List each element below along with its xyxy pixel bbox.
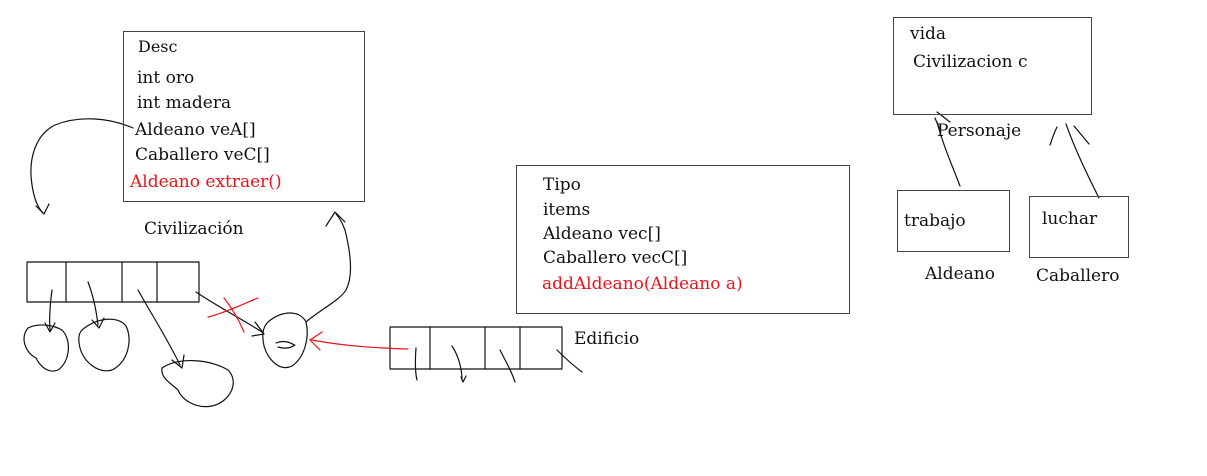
- caballero-inherits-arrow: [1065, 123, 1100, 199]
- personaje-class-title: Personaje: [937, 121, 1022, 141]
- edificio-field-vec: Aldeano vec[]: [543, 224, 661, 244]
- aldeano-class-box: [897, 190, 1010, 252]
- civilizacion-class-box: [123, 31, 365, 202]
- extraer-return-arrow: [305, 213, 352, 323]
- caballero-field-luchar: luchar: [1042, 209, 1098, 229]
- civilizacion-field-oro: int oro: [137, 68, 195, 88]
- personaje-field-vida: vida: [910, 24, 947, 44]
- civilizacion-field-madera: int madera: [137, 93, 232, 113]
- personaje-class-box: [893, 17, 1092, 115]
- add-aldeano-arrow: [311, 339, 409, 350]
- edificio-field-vecc: Caballero vecC[]: [543, 248, 688, 268]
- edificio-field-items: items: [543, 200, 591, 220]
- civilizacion-class-title: Civilización: [144, 219, 244, 239]
- caballero-class-box: [1029, 196, 1129, 258]
- edificio-method-addaldeano: addAldeano(Aldeano a): [542, 274, 743, 294]
- aldeano-object-1: [23, 324, 69, 372]
- crossed-out-link-mark: [207, 297, 259, 333]
- civilizacion-field-desc: Desc: [138, 37, 178, 56]
- civilizacion-method-extraer: Aldeano extraer(): [130, 172, 282, 192]
- caballero-class-title: Caballero: [1036, 266, 1120, 286]
- edificio-class-box: [516, 165, 850, 314]
- edificio-array-strip: [389, 326, 563, 370]
- aldeano-field-trabajo: trabajo: [904, 211, 966, 231]
- edificio-field-tipo: Tipo: [543, 175, 581, 195]
- civilizacion-field-vec: Caballero veC[]: [135, 145, 270, 165]
- aldeano-array-strip: [26, 261, 200, 303]
- selected-aldeano-object: [262, 312, 308, 369]
- aldeano-array-link-arrow: [30, 118, 134, 214]
- edificio-class-title: Edificio: [574, 329, 640, 349]
- aldeano-object-3: [161, 360, 234, 408]
- aldeano-class-title: Aldeano: [925, 264, 995, 284]
- civilizacion-field-vea: Aldeano veA[]: [135, 120, 256, 140]
- personaje-field-civilizacion: Civilizacion c: [913, 52, 1028, 72]
- aldeano-object-2: [78, 318, 130, 372]
